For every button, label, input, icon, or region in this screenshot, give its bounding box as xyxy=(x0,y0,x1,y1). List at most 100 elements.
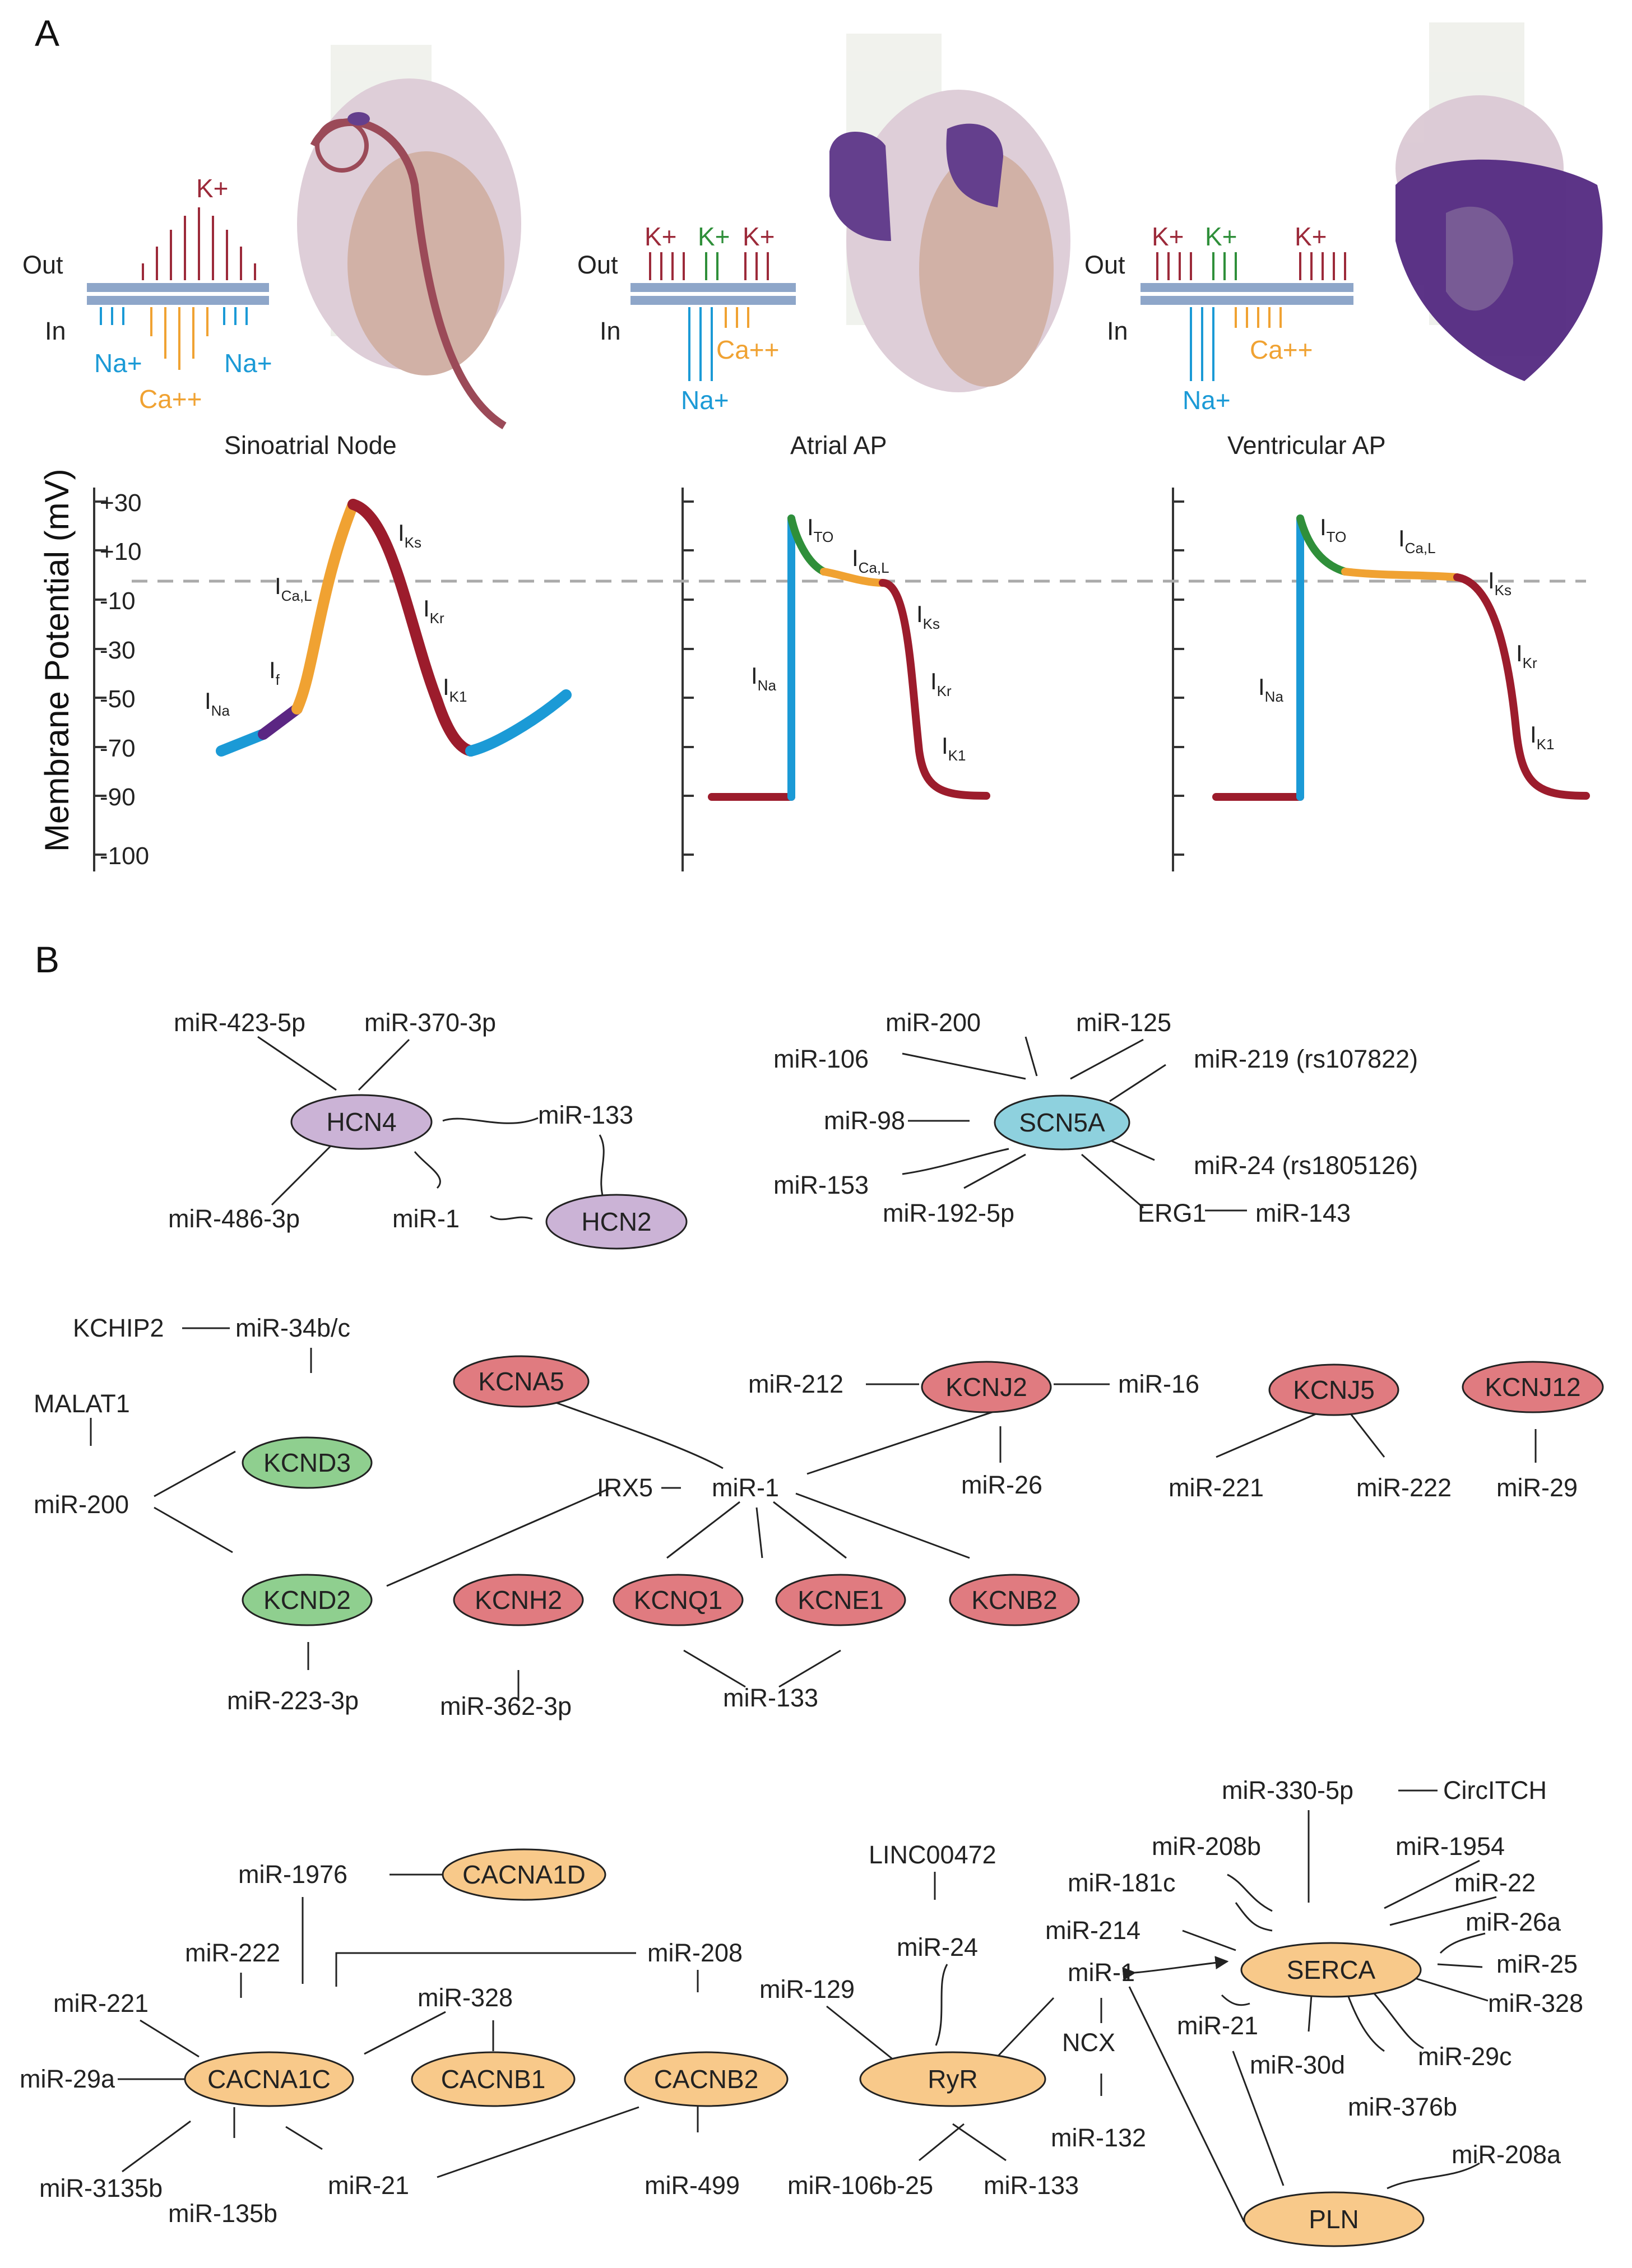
reg-mir-208a: miR-208a xyxy=(1452,2140,1561,2169)
svg-text:IK1: IK1 xyxy=(942,732,966,764)
reg-mir-222-k: miR-222 xyxy=(1356,1473,1452,1502)
heart-atrial-illustration xyxy=(829,34,1070,392)
ion-na-ventricular: Na+ xyxy=(1183,386,1231,415)
svg-text:ICa,L: ICa,L xyxy=(275,573,312,604)
ventricular-ap-trace xyxy=(1212,514,1590,801)
reg-kchip2: KCHIP2 xyxy=(73,1314,164,1342)
node-kcne1 xyxy=(775,1574,906,1626)
reg-mir-208b: miR-208b xyxy=(1152,1832,1261,1861)
svg-text:IK1: IK1 xyxy=(443,674,467,705)
label-kcnd2: KCND2 xyxy=(263,1585,351,1615)
label-kcnj2: KCNJ2 xyxy=(945,1372,1027,1402)
reg-malat1: MALAT1 xyxy=(34,1389,130,1418)
out-label-atrial: Out xyxy=(577,251,618,279)
node-hcn4 xyxy=(290,1094,433,1150)
svg-text:ICa,L: ICa,L xyxy=(1398,525,1436,556)
ion-ca-atrial: Ca++ xyxy=(716,335,780,364)
label-kcnb2: KCNB2 xyxy=(971,1585,1057,1615)
node-ryr xyxy=(859,2051,1046,2107)
reg-mir-423-5p: miR-423-5p xyxy=(174,1008,305,1037)
y-tick-2: +10 xyxy=(100,538,142,565)
reg-mir-25: miR-25 xyxy=(1496,1950,1578,1978)
reg-irx5: IRX5 xyxy=(597,1473,653,1502)
node-kcnq1 xyxy=(613,1574,744,1626)
reg-mir-34bc: miR-34b/c xyxy=(235,1314,350,1342)
ion-k-ventricular-2: K+ xyxy=(1205,222,1237,251)
ion-ca-ventricular: Ca++ xyxy=(1250,335,1313,364)
node-pln xyxy=(1243,2191,1425,2247)
svg-text:IKs: IKs xyxy=(1488,567,1512,599)
reg-mir-106b-25: miR-106b-25 xyxy=(787,2171,933,2200)
label-kcnj5: KCNJ5 xyxy=(1293,1375,1375,1404)
svg-text:INa: INa xyxy=(1258,674,1283,705)
label-cacnb1: CACNB1 xyxy=(441,2065,546,2094)
reg-mir-26a: miR-26a xyxy=(1466,1908,1561,1936)
node-kcna5 xyxy=(453,1355,590,1408)
ion-k-atrial-1: K+ xyxy=(645,222,677,251)
y-axis-ventricular xyxy=(1172,488,1184,871)
panel-b-label: B xyxy=(35,939,59,980)
in-label-atrial: In xyxy=(600,317,621,345)
reg-mir-29c: miR-29c xyxy=(1418,2042,1512,2071)
title-sinoatrial: Sinoatrial Node xyxy=(224,431,397,460)
y-axis-sa xyxy=(93,488,106,871)
reg-mir-192-5p: miR-192-5p xyxy=(883,1199,1014,1227)
reg-mir-370-3p: miR-370-3p xyxy=(364,1008,496,1037)
svg-text:IKr: IKr xyxy=(423,595,444,627)
ion-arrows-atrial xyxy=(649,252,769,381)
label-serca: SERCA xyxy=(1287,1955,1376,1984)
reg-mir-486-3p: miR-486-3p xyxy=(168,1204,300,1233)
reg-mir-328-serca: miR-328 xyxy=(1488,1989,1583,2017)
title-ventricular: Ventricular AP xyxy=(1227,431,1386,460)
label-hcn2: HCN2 xyxy=(581,1207,651,1236)
current-labels-atrial: ITO ICa,L INa IKs IKr IK1 xyxy=(751,514,966,764)
node-cacna1d xyxy=(442,1848,606,1901)
svg-text:IKr: IKr xyxy=(930,668,952,699)
reg-mir-328-ca: miR-328 xyxy=(418,1983,513,2012)
y-tick-6: -70 xyxy=(100,735,136,762)
node-serca xyxy=(1240,1942,1422,1998)
reg-mir-106: miR-106 xyxy=(773,1045,869,1073)
reg-mir-221-ca: miR-221 xyxy=(53,1989,149,2017)
reg-mir-133-ca: miR-133 xyxy=(984,2171,1079,2200)
reg-erg1: ERG1 xyxy=(1138,1199,1207,1227)
current-labels-ventricular: ITO ICa,L INa IKs IKr IK1 xyxy=(1258,514,1554,753)
ion-arrows-ventricular xyxy=(1156,252,1346,381)
svg-text:ITO: ITO xyxy=(807,514,833,545)
membrane-sa xyxy=(87,283,269,305)
ion-k-ventricular-3: K+ xyxy=(1295,222,1327,251)
panel-a-label: A xyxy=(35,12,59,54)
node-kcnj2 xyxy=(921,1361,1052,1413)
label-kcna5: KCNA5 xyxy=(478,1367,564,1396)
y-tick-8: -100 xyxy=(100,842,149,870)
node-kcnd2 xyxy=(242,1574,373,1626)
svg-text:IKr: IKr xyxy=(1516,640,1537,671)
title-atrial: Atrial AP xyxy=(790,431,887,460)
reg-mir-153: miR-153 xyxy=(773,1171,869,1199)
node-scn5a xyxy=(994,1094,1130,1151)
y-axis-label: Membrane Potential (mV) xyxy=(38,469,76,852)
reg-mir-24: miR-24 xyxy=(897,1933,978,1961)
in-label-ventricular: In xyxy=(1107,317,1128,345)
reg-mir-376b: miR-376b xyxy=(1348,2093,1457,2121)
y-tick-3: -10 xyxy=(100,587,136,615)
ion-k-sa: K+ xyxy=(196,174,229,203)
label-kcne1: KCNE1 xyxy=(798,1585,883,1615)
heart-ventricular-illustration xyxy=(1395,22,1603,381)
out-label-ventricular: Out xyxy=(1084,251,1125,279)
reg-mir-1-k: miR-1 xyxy=(712,1473,779,1502)
reg-mir-1954: miR-1954 xyxy=(1395,1832,1505,1861)
node-hcn2 xyxy=(545,1194,688,1250)
reg-mir-30d: miR-30d xyxy=(1250,2051,1345,2079)
node-kcnd3 xyxy=(242,1436,373,1489)
gene-nodes xyxy=(184,1094,1604,2247)
reg-mir-1976: miR-1976 xyxy=(238,1860,347,1889)
reg-mir-499: miR-499 xyxy=(645,2171,740,2200)
svg-text:INa: INa xyxy=(205,688,230,719)
reg-mir-22: miR-22 xyxy=(1454,1868,1536,1897)
ion-na-sa-left: Na+ xyxy=(94,349,142,378)
reg-mir-200-scn: miR-200 xyxy=(885,1008,981,1037)
node-kcnb2 xyxy=(949,1574,1080,1626)
heart-sa-illustration xyxy=(297,45,521,429)
in-label-sa: In xyxy=(45,317,66,345)
